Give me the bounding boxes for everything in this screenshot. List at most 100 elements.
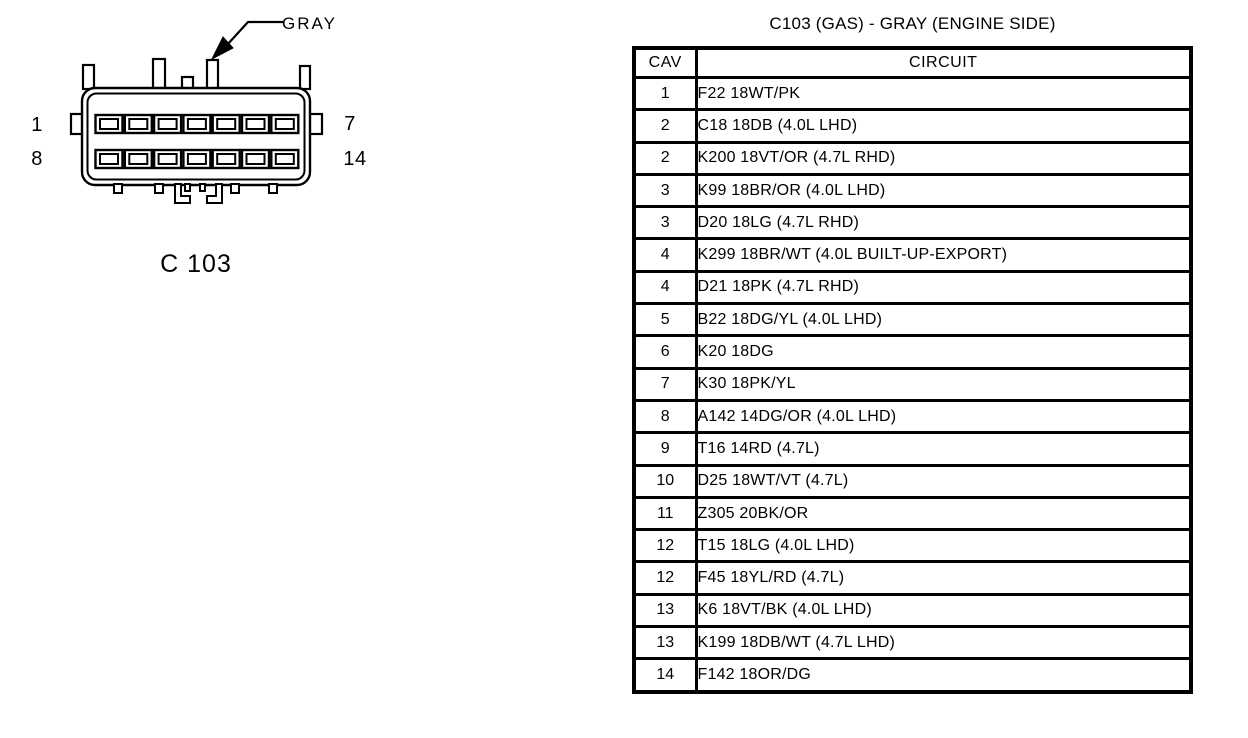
cav-cell: 8 [632, 398, 698, 435]
table-row: 3 D20 18LG (4.7L RHD) [632, 205, 1193, 241]
bottom-tab [230, 183, 240, 194]
circuit-cell: D25 18WT/VT (4.7L) [694, 463, 1193, 499]
pin-cavity [123, 113, 154, 135]
circuit-cell: K199 18DB/WT (4.7L LHD) [694, 625, 1193, 661]
pin-number-7: 7 [344, 113, 356, 135]
cav-cell: 9 [632, 431, 698, 467]
table-row: 4 K299 18BR/WT (4.0L BUILT-UP-EXPORT) [632, 237, 1193, 273]
table-body: 1 F22 18WT/PK 2 C18 18DB (4.0L LHD) 2 K2… [632, 75, 1193, 694]
table-row: 9 T16 14RD (4.7L) [632, 431, 1193, 467]
cav-cell: 13 [632, 592, 698, 629]
pin-cavity [182, 113, 212, 135]
pin-number-14: 14 [343, 148, 367, 170]
circuit-cell: F45 18YL/RD (4.7L) [694, 560, 1193, 596]
bottom-tab [113, 183, 123, 194]
cav-cell: 4 [632, 269, 698, 306]
pin-cavity [240, 113, 271, 135]
table-row: 3 K99 18BR/OR (4.0L LHD) [632, 172, 1193, 209]
gray-callout-leader-line [226, 20, 283, 46]
bottom-tab [268, 183, 278, 194]
pin-cavity [211, 148, 241, 170]
table-row: 1 F22 18WT/PK [632, 75, 1193, 112]
column-header-cav: CAV [632, 46, 698, 79]
cav-cell: 5 [632, 302, 698, 338]
pin-cavity [123, 148, 154, 170]
pin-cavity [152, 113, 183, 135]
pin-cavity [270, 148, 300, 170]
top-tab [151, 57, 167, 91]
pin-cavity [152, 148, 183, 170]
top-tab-gray-key [205, 58, 220, 91]
pin-cavity [182, 148, 212, 170]
pin-cavity [211, 113, 241, 135]
pin-cavity [270, 113, 300, 135]
circuit-cell: B22 18DG/YL (4.0L LHD) [694, 302, 1193, 338]
table-row: 8 A142 14DG/OR (4.0L LHD) [632, 398, 1193, 435]
circuit-cell: K20 18DG [694, 334, 1193, 370]
connector-body-outer [80, 86, 312, 187]
pin-number-8: 8 [31, 148, 43, 170]
circuit-cell: Z305 20BK/OR [694, 495, 1193, 532]
table-row: 2 K200 18VT/OR (4.7L RHD) [632, 140, 1193, 176]
cav-cell: 2 [632, 108, 698, 144]
circuit-cell: K200 18VT/OR (4.7L RHD) [694, 140, 1193, 176]
circuit-cell: T15 18LG (4.0L LHD) [694, 528, 1193, 564]
cav-cell: 11 [632, 495, 698, 532]
table-row: 12 T15 18LG (4.0L LHD) [632, 528, 1193, 564]
table-row: 10 D25 18WT/VT (4.7L) [632, 463, 1193, 499]
pin-cavity [94, 148, 124, 170]
circuit-cell: F142 18OR/DG [694, 657, 1193, 694]
table-row: 4 D21 18PK (4.7L RHD) [632, 269, 1193, 306]
top-tab [298, 64, 312, 91]
circuit-cell: K299 18BR/WT (4.0L BUILT-UP-EXPORT) [694, 237, 1193, 273]
latch-hook-left [174, 183, 191, 204]
table-row: 6 K20 18DG [632, 334, 1193, 370]
table-row: 13 K6 18VT/BK (4.0L LHD) [632, 592, 1193, 629]
cav-cell: 7 [632, 366, 698, 402]
table-row: 12 F45 18YL/RD (4.7L) [632, 560, 1193, 596]
table-row: 7 K30 18PK/YL [632, 366, 1193, 402]
circuit-table-section: C103 (GAS) - GRAY (ENGINE SIDE) CAV CIRC… [632, 14, 1193, 694]
table-row: 13 K199 18DB/WT (4.7L LHD) [632, 625, 1193, 661]
latch-stub [184, 183, 191, 192]
connector-drawing-svg [69, 20, 324, 204]
cav-cell: 3 [632, 205, 698, 241]
bottom-tab [154, 183, 164, 194]
cav-cell: 4 [632, 237, 698, 273]
circuit-cell: D21 18PK (4.7L RHD) [694, 269, 1193, 306]
connector-body-inner [86, 92, 306, 181]
cav-cell: 12 [632, 528, 698, 564]
connector-diagram: 1 7 8 14 GRAY C 103 [0, 0, 420, 300]
cav-cell: 13 [632, 625, 698, 661]
circuit-table: CAV CIRCUIT 1 F22 18WT/PK 2 C18 18DB (4.… [632, 46, 1193, 694]
cav-cell: 12 [632, 560, 698, 596]
pin-cavity [94, 113, 124, 135]
table-header-row: CAV CIRCUIT [632, 46, 1193, 79]
connector-id-label: C 103 [160, 250, 232, 278]
table-row: 5 B22 18DG/YL (4.0L LHD) [632, 302, 1193, 338]
circuit-cell: F22 18WT/PK [694, 75, 1193, 112]
latch-stub [199, 183, 206, 192]
latch-hook-right [206, 183, 223, 204]
circuit-cell: C18 18DB (4.0L LHD) [694, 108, 1193, 144]
circuit-cell: K30 18PK/YL [694, 366, 1193, 402]
table-title: C103 (GAS) - GRAY (ENGINE SIDE) [769, 14, 1056, 33]
circuit-cell: K6 18VT/BK (4.0L LHD) [694, 592, 1193, 629]
cav-cell: 1 [632, 75, 698, 112]
cav-cell: 6 [632, 334, 698, 370]
gray-callout-arrowhead-icon [210, 36, 234, 61]
cav-cell: 2 [632, 140, 698, 176]
connector-color-callout: GRAY [282, 14, 337, 33]
circuit-cell: D20 18LG (4.7L RHD) [694, 205, 1193, 241]
pin-number-1: 1 [31, 114, 43, 136]
cav-cell: 10 [632, 463, 698, 499]
table-row: 14 F142 18OR/DG [632, 657, 1193, 694]
circuit-cell: T16 14RD (4.7L) [694, 431, 1193, 467]
cav-cell: 3 [632, 172, 698, 209]
table-row: 11 Z305 20BK/OR [632, 495, 1193, 532]
table-row: 2 C18 18DB (4.0L LHD) [632, 108, 1193, 144]
circuit-cell: A142 14DG/OR (4.0L LHD) [694, 398, 1193, 435]
pin-cavity [240, 148, 271, 170]
cav-cell: 14 [632, 657, 698, 694]
